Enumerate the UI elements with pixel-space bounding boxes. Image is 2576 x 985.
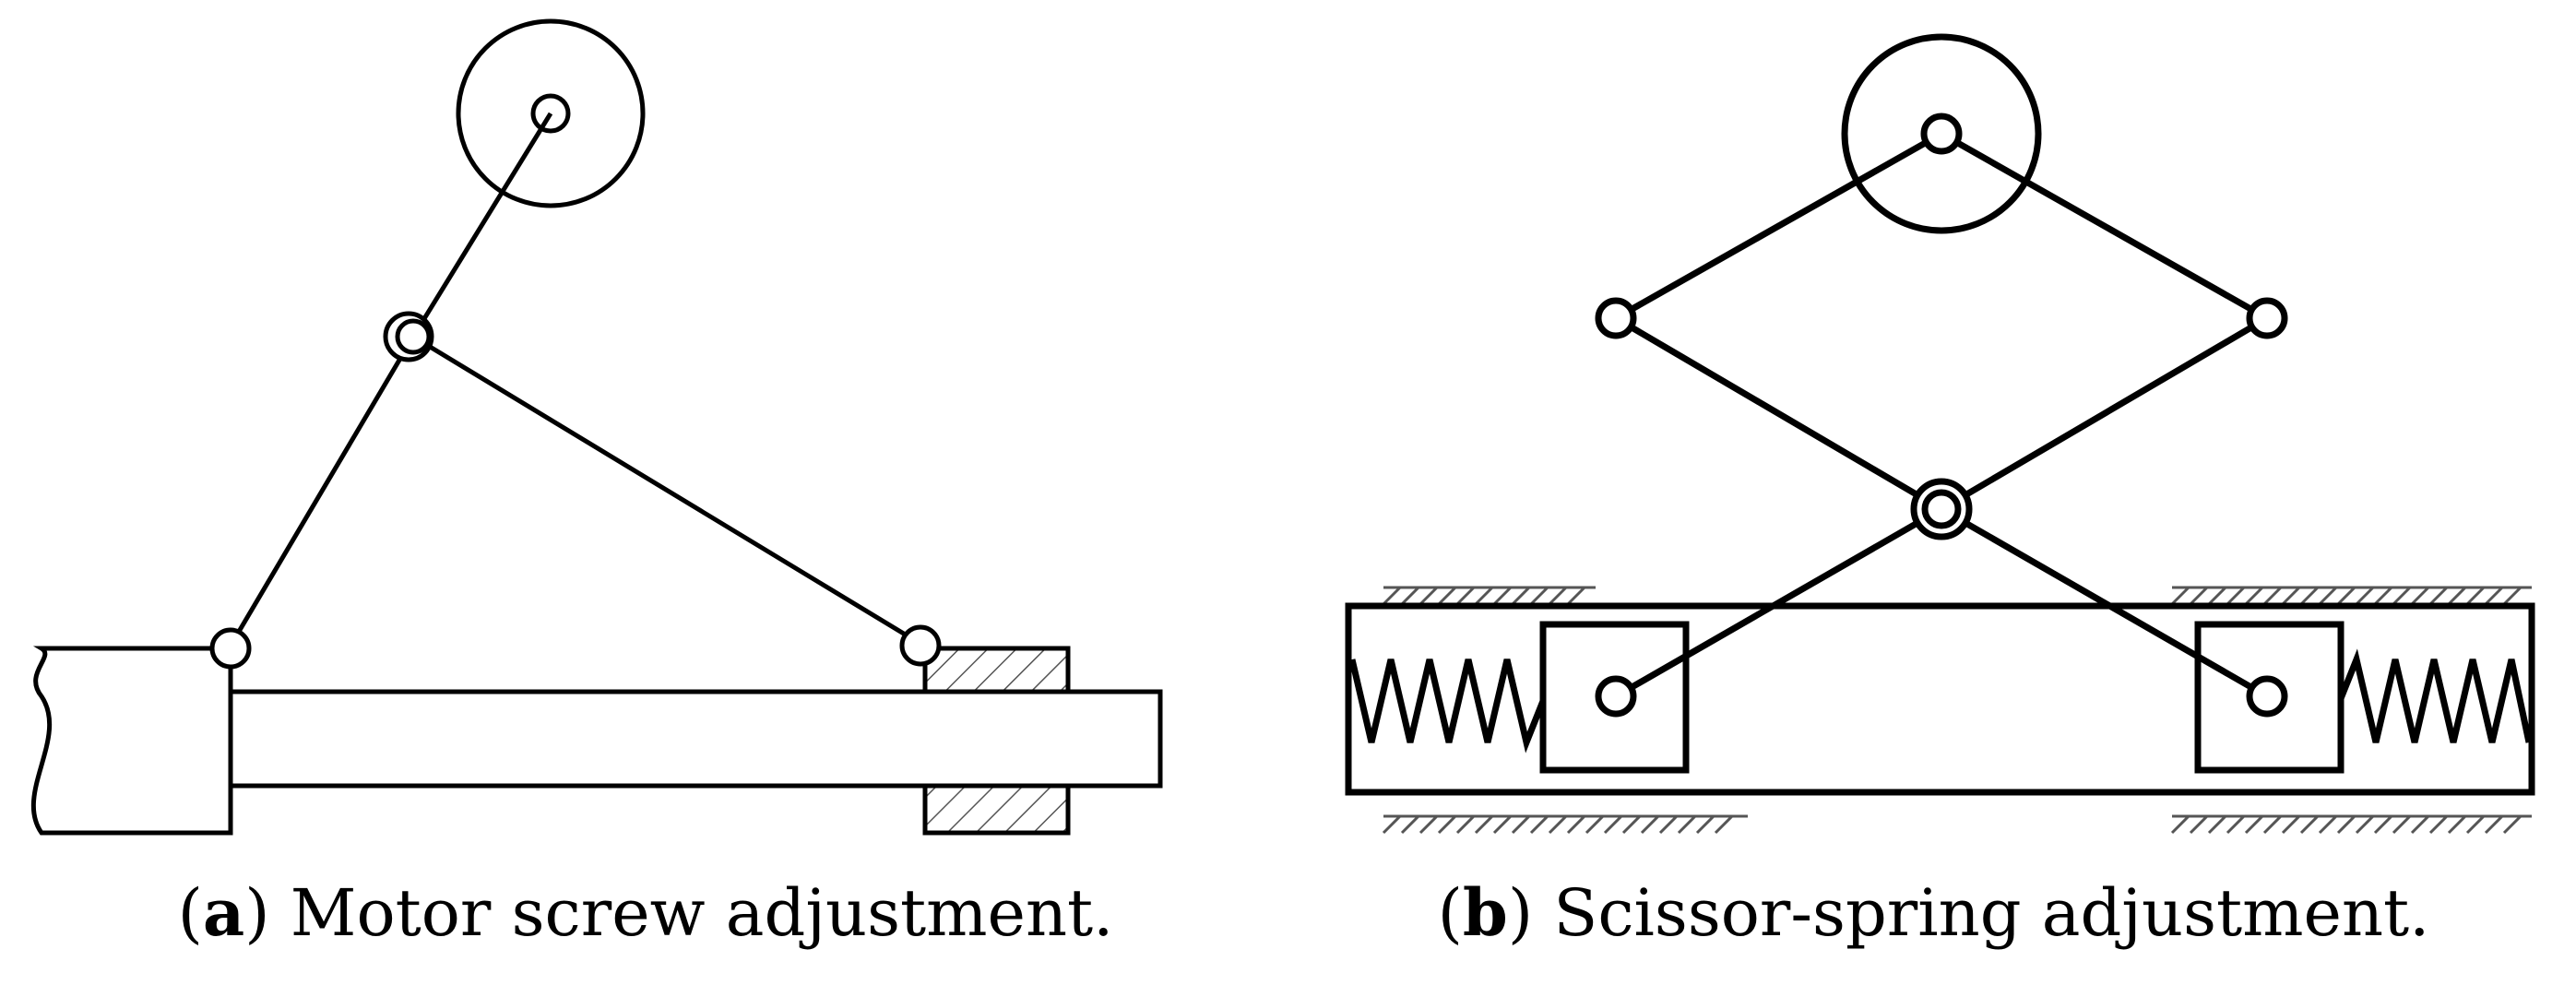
panel-b-hatch-bottom-right (2170, 814, 2523, 835)
panel-b-right-joint (2246, 297, 2288, 339)
panel-b-center-joint-inner (1921, 489, 1962, 529)
panel-b-wheel (1841, 33, 2042, 234)
panel-b-caption-text: Scissor-spring adjustment. (1553, 875, 2430, 951)
panel-b-left-slider-joint (1595, 675, 1637, 718)
panel-b-link-top-left (1614, 130, 1943, 322)
panel-a-nut-bottom (922, 783, 1071, 836)
panel-a-middle-joint-inner (395, 318, 432, 355)
panel-a-lower-link (228, 335, 416, 647)
panel-b-hatch-top-left (1382, 586, 1586, 606)
panel-b-diagram (1345, 33, 2535, 835)
panel-a-caption-text: Motor screw adjustment. (290, 875, 1114, 951)
panel-a-letter: a (202, 874, 245, 951)
panel-a-nut-top (922, 646, 1071, 694)
panel-a-diagram (30, 18, 1163, 836)
panel-b-link-mid-right (1940, 314, 2269, 513)
panel-b-frame (1345, 602, 2535, 796)
panel-b-link-low-left (1614, 505, 1943, 700)
panel-b-hatch-top-right (2170, 586, 2523, 606)
panel-b-right-slider-joint (2246, 675, 2288, 718)
panel-b-hatch-bottom-left (1382, 814, 1734, 835)
panel-b-top-joint (1920, 113, 1963, 155)
panel-a-base-joint (209, 627, 252, 670)
panel-b-right-spring (2336, 648, 2533, 743)
panel-b-left-joint (1595, 297, 1637, 339)
panel-b-link-low-right (1940, 505, 2269, 700)
panel-a-fixed-block (30, 646, 233, 836)
panel-b-caption: (b) Scissor-spring adjustment. (1437, 874, 2430, 951)
panel-a-screw-shaft (228, 689, 1163, 789)
panel-a-caption: (a) Motor screw adjustment. (177, 874, 1114, 951)
panel-b-link-top-right (1940, 130, 2269, 322)
panel-a-nut-joint (899, 624, 942, 667)
panel-a-wheel (456, 18, 646, 208)
panel-b-left-spring (1348, 659, 1547, 754)
panel-b-link-mid-left (1614, 314, 1943, 513)
panel-b-letter: b (1462, 874, 1508, 951)
panel-a-connecting-rod (411, 334, 922, 647)
panel-a-crank-link (410, 112, 553, 338)
